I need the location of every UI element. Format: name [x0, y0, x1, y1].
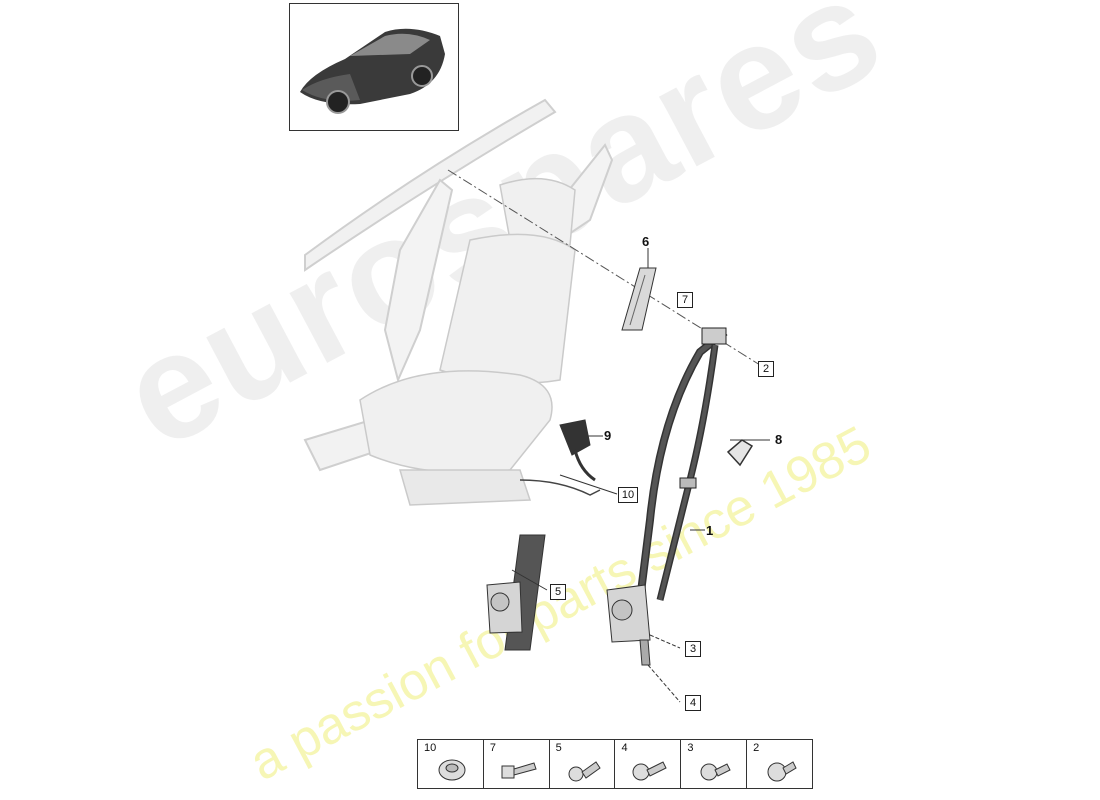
- callout-8: 8: [775, 432, 783, 447]
- legend-cell-4: 4: [615, 740, 682, 788]
- legend-label: 10: [424, 742, 437, 754]
- callout-7: 7: [677, 292, 693, 308]
- height-adjuster-part: [621, 267, 657, 331]
- callout-5: 5: [550, 584, 566, 600]
- callout-10: 10: [618, 487, 638, 503]
- legend-label: 5: [555, 742, 562, 754]
- legend-cell-10: 10: [418, 740, 484, 788]
- fastener-legend: 10 7 5 4 3 2: [417, 739, 813, 789]
- legend-cell-2: 2: [747, 740, 812, 788]
- hex-bolt-short-icon: [700, 763, 731, 781]
- legend-label: 4: [621, 742, 628, 754]
- seat-outline: [359, 177, 576, 506]
- legend-cell-5: 5: [550, 740, 616, 788]
- retractor-left-part: [486, 534, 546, 651]
- legend-cell-3: 3: [681, 740, 748, 788]
- seat-belt-part: [636, 327, 728, 601]
- legend-label: 7: [489, 742, 496, 754]
- hex-bolt-long-icon: [501, 762, 537, 779]
- callout-6: 6: [642, 234, 650, 249]
- shoulder-bolt-icon: [767, 761, 797, 782]
- round-head-bolt-icon: [438, 759, 466, 781]
- callout-9: 9: [604, 428, 612, 443]
- vehicle-thumbnail: [289, 3, 459, 131]
- legend-label: 3: [687, 742, 694, 754]
- legend-label: 2: [753, 742, 760, 754]
- vehicle-suv-icon: [300, 28, 445, 114]
- hex-bolt-icon: [632, 761, 668, 781]
- clip-part: [726, 439, 754, 467]
- legend-cell-7: 7: [484, 740, 550, 788]
- clip-fastener-icon: [568, 761, 601, 782]
- buckle-part: [519, 419, 601, 496]
- callout-3: 3: [685, 641, 701, 657]
- callout-2: 2: [758, 361, 774, 377]
- callout-4: 4: [685, 695, 701, 711]
- callout-leaders: [511, 248, 770, 703]
- retractor-right-part: [606, 584, 651, 666]
- callout-1: 1: [706, 523, 714, 538]
